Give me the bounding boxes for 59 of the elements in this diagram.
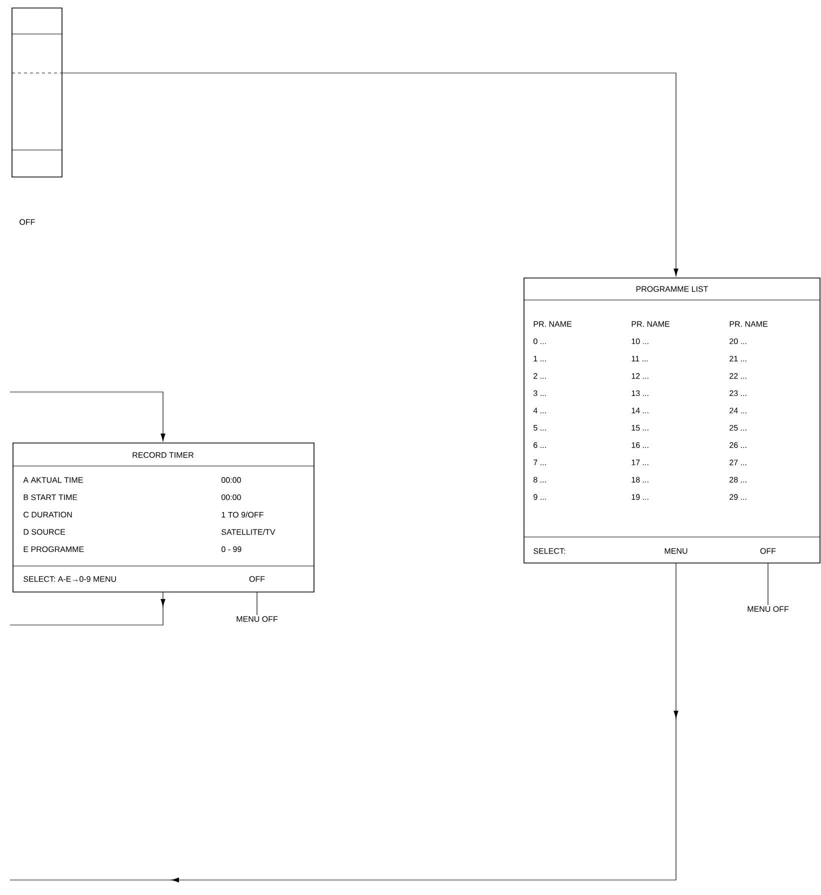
table-cell: 26 ... <box>730 442 746 448</box>
table-cell: 4 ... <box>533 408 546 414</box>
menu-option: E PROGRAMME <box>24 546 84 552</box>
table-cell: PR. NAME <box>632 321 670 327</box>
connector-arrow <box>171 563 678 882</box>
option-value: 0 - 99 <box>222 546 242 552</box>
table-cell: 29 ... <box>730 494 746 500</box>
table-cell: 10 ... <box>632 338 648 344</box>
table-cell: 25 ... <box>730 424 746 431</box>
table-cell: 7 ... <box>534 460 546 466</box>
table-cell: 13 ... <box>632 390 648 396</box>
table-cell: 8 ... <box>534 476 546 483</box>
table-cell: 23 ... <box>730 390 746 396</box>
table-cell: 14 ... <box>632 408 648 414</box>
table-cell: PR. NAME <box>730 321 768 327</box>
table-cell: 15 ... <box>632 425 648 431</box>
footer-text: OFF <box>249 576 265 582</box>
option-value: 00:00 <box>222 494 241 500</box>
menu-title: PROGRAMME LIST <box>636 286 708 292</box>
table-cell: 11 ... <box>632 356 648 362</box>
leader-line <box>256 592 258 616</box>
menu-option: C DURATION <box>24 512 72 518</box>
table-cell: PR. NAME <box>534 321 572 327</box>
table-cell: 17 ... <box>632 460 648 466</box>
table-cell: 18 ... <box>632 476 648 483</box>
option-value: SATELLITE/TV <box>222 528 276 535</box>
footer-text: SELECT: A-E→0-9 MENU <box>24 576 116 582</box>
menu-off-label: MENU OFF <box>236 616 278 622</box>
table-cell: 1 ... <box>534 356 546 362</box>
table-cell: 28 ... <box>730 476 746 483</box>
footer-text: SELECT: <box>534 548 565 554</box>
menu-title: RECORD TIMER <box>132 452 194 458</box>
option-value: 1 TO 9/OFF <box>222 512 264 518</box>
table-cell: 0 ... <box>534 338 546 344</box>
table-cell: 21 ... <box>730 356 746 362</box>
table-cell: 27 ... <box>730 460 746 466</box>
menu-option: D SOURCE <box>24 529 66 535</box>
option-value: 00:00 <box>222 477 241 483</box>
table-cell: 6 ... <box>534 442 546 448</box>
table-cell: 20 ... <box>730 338 746 344</box>
table-cell: 12 ... <box>632 373 648 379</box>
menu-option: B START TIME <box>24 494 78 500</box>
connector-arrow <box>160 592 166 607</box>
table-cell: 19 ... <box>632 494 648 500</box>
table-cell: 9 ... <box>534 494 546 500</box>
footer-text: OFF <box>760 548 776 554</box>
table-cell: 24 ... <box>730 408 746 414</box>
menu-off-label: MENU OFF <box>748 606 789 612</box>
table-cell: 3 ... <box>534 390 546 396</box>
table-cell: 16 ... <box>632 442 648 448</box>
option-label: OFF <box>20 219 35 225</box>
menu-option: A AKTUAL TIME <box>23 477 83 483</box>
partial-box <box>12 8 62 178</box>
connector-arrow <box>10 392 166 442</box>
table-cell: 22 ... <box>730 373 746 379</box>
footer-text: MENU <box>664 548 688 554</box>
connector-arrow <box>62 72 678 276</box>
table-cell: 2 ... <box>534 373 546 379</box>
table-cell: 5 ... <box>534 425 546 431</box>
